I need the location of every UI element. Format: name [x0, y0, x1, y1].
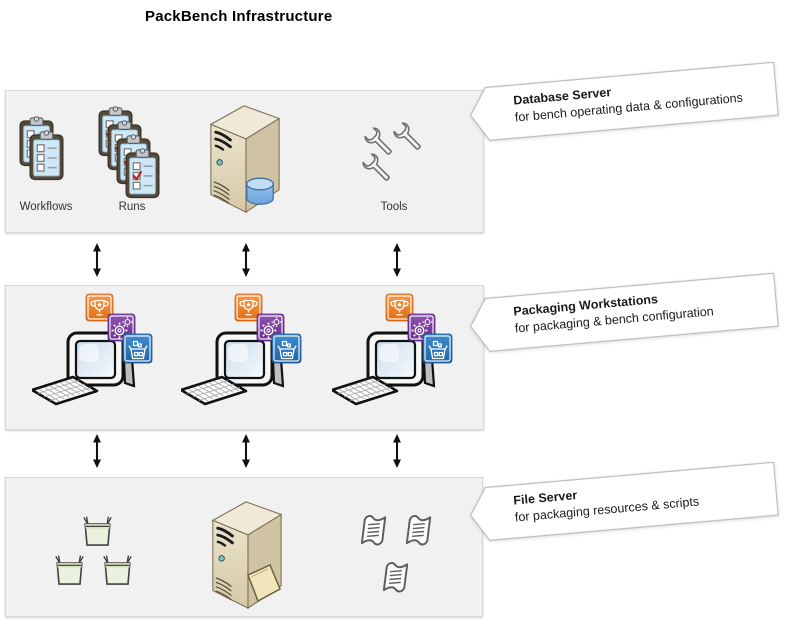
- runs-label: Runs: [118, 201, 146, 213]
- script-icon: [359, 513, 391, 548]
- open-box-icon: [82, 513, 113, 548]
- open-box-icon: [102, 552, 133, 587]
- callout-banner-shape: [469, 461, 779, 541]
- tools-label: Tools: [380, 201, 408, 213]
- workstation-icon: [181, 291, 313, 415]
- folder-icon: [241, 558, 283, 604]
- workstation-icon: [32, 291, 164, 415]
- callout-banner-shape: [469, 61, 779, 141]
- double-arrow-icon: [90, 243, 104, 277]
- wrench-icon: [392, 121, 425, 154]
- script-icon: [404, 513, 436, 548]
- workstation-icon: [332, 291, 464, 415]
- script-icon: [381, 560, 413, 595]
- workflows-label: Workflows: [19, 201, 73, 213]
- runs-clipboard-icon: [125, 148, 160, 199]
- wrench-icon: [361, 152, 394, 185]
- callout-database-server: Database Server for bench operating data…: [468, 61, 780, 144]
- double-arrow-icon: [239, 434, 253, 468]
- double-arrow-icon: [390, 434, 404, 468]
- page-title: PackBench Infrastructure: [145, 8, 333, 25]
- double-arrow-icon: [90, 434, 104, 468]
- workflows-clipboard-icon: [29, 130, 64, 181]
- open-box-icon: [54, 552, 85, 587]
- callout-packaging-workstations: Packaging Workstations for packaging & b…: [468, 272, 780, 355]
- database-cylinder-icon: [245, 175, 275, 208]
- double-arrow-icon: [390, 243, 404, 277]
- double-arrow-icon: [239, 243, 253, 277]
- callout-banner-shape: [469, 272, 779, 352]
- callout-file-server: File Server for packaging resources & sc…: [468, 461, 780, 544]
